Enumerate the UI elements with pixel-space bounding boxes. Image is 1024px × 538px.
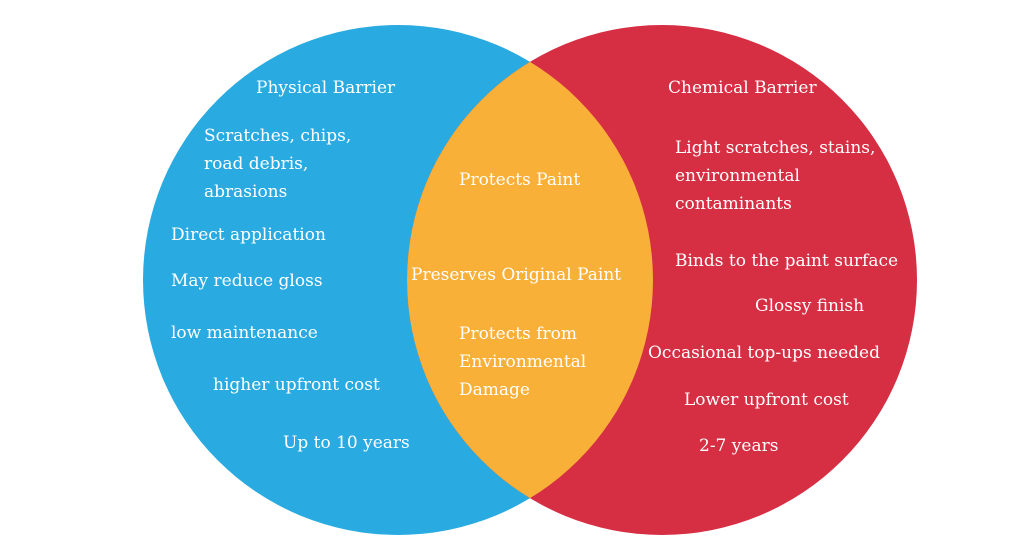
overlap-region	[407, 25, 653, 535]
physical-duration: Up to 10 years	[283, 433, 410, 453]
chemical-application: Binds to the paint surface	[675, 251, 899, 271]
physical-barrier-title: Physical Barrier	[256, 78, 396, 98]
physical-maintenance: low maintenance	[171, 323, 318, 343]
chemical-duration: 2-7 years	[699, 436, 779, 456]
physical-damage-types: Scratches, chips, road debris, abrasions	[204, 126, 352, 202]
overlap-preserves-paint: Preserves Original Paint	[411, 265, 622, 285]
physical-cost: higher upfront cost	[213, 375, 380, 395]
chemical-finish: Glossy finish	[755, 296, 865, 316]
physical-application: Direct application	[171, 225, 326, 245]
overlap-protects-paint: Protects Paint	[459, 170, 581, 190]
physical-finish: May reduce gloss	[171, 271, 323, 291]
overlap-environmental: Protects from Environmental Damage	[459, 324, 587, 400]
chemical-barrier-title: Chemical Barrier	[668, 78, 817, 98]
chemical-cost: Lower upfront cost	[684, 390, 849, 410]
chemical-maintenance: Occasional top-ups needed	[648, 343, 880, 363]
chemical-damage-types: Light scratches, stains, environmental c…	[675, 138, 876, 214]
